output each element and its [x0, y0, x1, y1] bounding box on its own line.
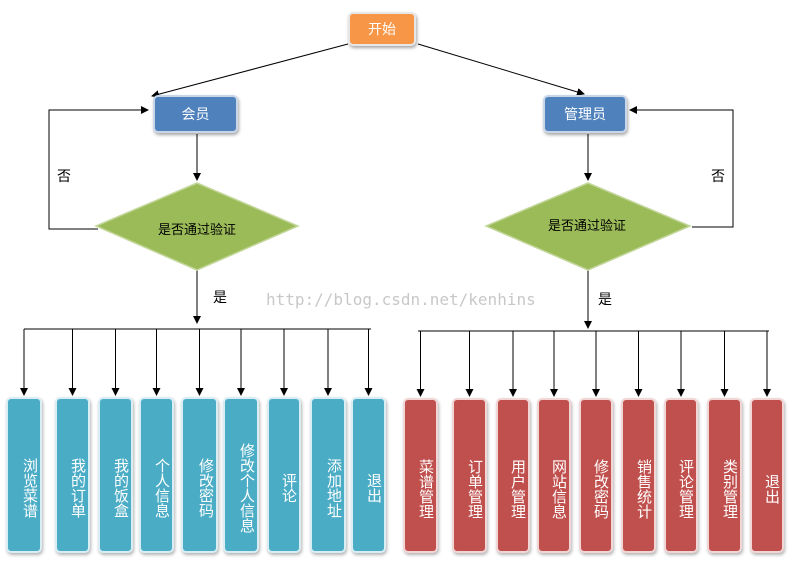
admin-function-box: 订单管理	[452, 398, 487, 553]
member-function-box: 评论	[267, 397, 301, 553]
admin-role-label: 管理员	[564, 107, 606, 123]
member-function-label: 我的饭盒	[112, 458, 130, 518]
member-no-label: 否	[57, 169, 71, 185]
admin-function-box: 类别管理	[707, 398, 742, 553]
member-yes-label: 是	[213, 290, 227, 306]
member-function-label: 评论	[280, 473, 298, 503]
member-function-box: 添加地址	[310, 397, 346, 553]
member-decision-label: 是否通过验证	[158, 223, 237, 238]
admin-decision-label: 是否通过验证	[548, 219, 627, 234]
member-decision-diamond	[94, 182, 300, 271]
admin-function-label: 修改密码	[592, 458, 610, 519]
member-function-label: 我的订单	[69, 458, 87, 518]
admin-function-box: 评论管理	[664, 398, 698, 553]
member-function-box: 浏览菜谱	[6, 397, 42, 553]
admin-function-box: 修改密码	[579, 398, 613, 553]
member-function-label: 退出	[365, 473, 383, 503]
admin-function-label: 用户管理	[509, 458, 527, 519]
member-role-node: 会员	[153, 95, 238, 133]
admin-function-box: 销售统计	[621, 398, 656, 553]
admin-function-label: 退出	[763, 473, 781, 504]
admin-function-label: 订单管理	[466, 458, 484, 519]
admin-decision-diamond	[484, 182, 692, 271]
member-function-label: 修改密码	[197, 458, 215, 518]
admin-no-label: 否	[711, 169, 725, 185]
admin-function-box: 菜谱管理	[403, 398, 438, 553]
admin-function-box: 用户管理	[496, 398, 530, 553]
member-function-box: 修改个人信息	[223, 397, 259, 553]
admin-function-label: 网站信息	[550, 458, 568, 519]
member-function-label: 添加地址	[325, 458, 343, 518]
member-role-label: 会员	[181, 107, 210, 123]
start-label: 开始	[368, 22, 396, 38]
admin-function-label: 评论管理	[677, 458, 695, 519]
member-function-box: 个人信息	[139, 397, 174, 553]
member-function-box: 退出	[351, 397, 386, 553]
admin-role-node: 管理员	[543, 95, 627, 133]
member-function-box: 我的订单	[55, 397, 90, 553]
member-function-box: 修改密码	[181, 397, 218, 553]
member-function-label: 修改个人信息	[238, 443, 256, 533]
watermark: http://blog.csdn.net/kenhins	[266, 290, 536, 309]
admin-function-box: 退出	[750, 398, 784, 553]
admin-function-label: 销售统计	[635, 458, 653, 519]
start-node: 开始	[348, 12, 416, 46]
admin-yes-label: 是	[598, 292, 612, 308]
admin-function-label: 类别管理	[721, 458, 739, 519]
member-function-box: 我的饭盒	[98, 397, 133, 553]
admin-function-label: 菜谱管理	[417, 458, 435, 519]
member-function-label: 浏览菜谱	[21, 458, 39, 518]
member-function-label: 个人信息	[153, 458, 171, 518]
admin-function-box: 网站信息	[537, 398, 571, 553]
